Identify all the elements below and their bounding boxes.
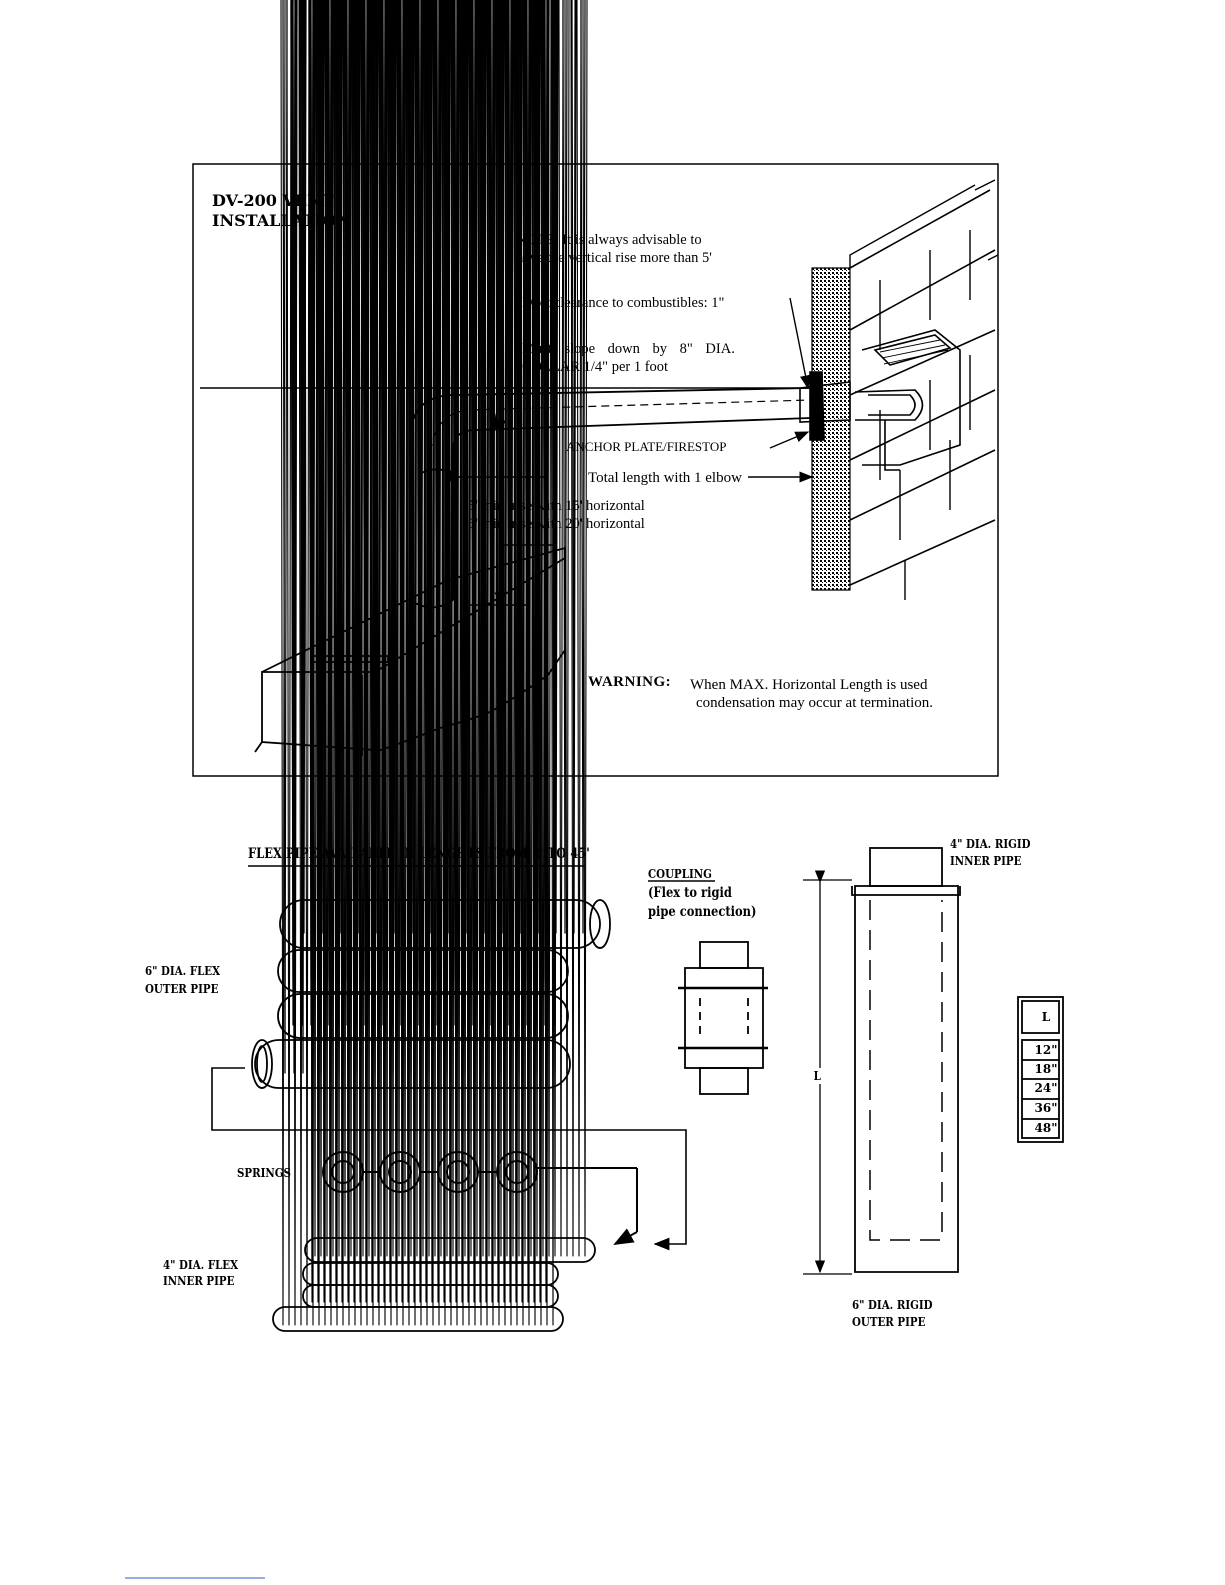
length-table-row: 24": [1034, 1081, 1058, 1095]
inner-flex-ribs: [280, 0, 588, 1326]
anchor-plate-label: ANCHOR PLATE/FIRESTOP: [566, 439, 727, 454]
diagram-title-line2: INSTALLATION: [212, 211, 352, 230]
wall-section: [811, 179, 999, 600]
termination-cap: [799, 329, 961, 471]
outer-flex-label-line2: OUTER PIPE: [145, 981, 219, 996]
rigid-outer-label-line2: OUTER PIPE: [852, 1314, 926, 1329]
coupling-drawing: [678, 941, 768, 1095]
warning-label: WARNING:: [588, 674, 672, 690]
coupling-title: COUPLING: [648, 866, 712, 881]
rigid-inner-label-line1: 4" DIA. RIGID: [950, 836, 1031, 851]
inner-flex-label-line1: 4" DIA. FLEX: [163, 1257, 239, 1272]
flex-availability-label: FLEX PIPE AVAILABLE IN LENGHTS FROM 2' T…: [248, 846, 590, 862]
length-table-row: 12": [1034, 1043, 1058, 1057]
duct-clearance-label: Duct clearance to combustibles: 1": [522, 295, 725, 311]
diagram-title-line1: DV-200 VENT: [212, 191, 334, 210]
length-table-row: 18": [1034, 1062, 1058, 1076]
length-table-row: 48": [1034, 1121, 1058, 1135]
connector-line: [211, 1067, 687, 1251]
warning-line1: When MAX. Horizontal Length is used: [690, 677, 928, 693]
rigid-inner-label-line2: INNER PIPE: [950, 853, 1022, 868]
length-table-box: [1017, 996, 1064, 1143]
note-line2: have the vertical rise more than 5': [516, 250, 712, 266]
rigid-outer-label-line1: 6" DIA. RIGID: [852, 1297, 933, 1312]
length-table-row: 36": [1034, 1101, 1058, 1115]
total-length-label: Total length with 1 elbow: [588, 470, 742, 486]
rigid-pipe-drawing: [803, 847, 961, 1275]
rise-line1: 5' min. rise with 15' horizontal: [468, 498, 645, 514]
slope-line1: Must slope down by 8" DIA.: [522, 341, 735, 357]
length-marker-label: L: [812, 1068, 823, 1084]
length-table-header: L: [1041, 1010, 1051, 1024]
diagram-frame: [192, 163, 999, 777]
slope-line2: COLLAR 1/4" per 1 foot: [522, 359, 669, 375]
coupling-line1: (Flex to rigid: [648, 885, 732, 901]
rise-line2: 6' min. rise with 20' horizontal: [468, 516, 645, 532]
warning-line2: condensation may occur at termination.: [696, 695, 934, 711]
note-line1: NOTE: It is always advisable to: [516, 232, 702, 248]
coupling-line2: pipe connection): [648, 904, 757, 920]
outer-flex-label-line1: 6" DIA. FLEX: [145, 963, 221, 978]
springs-label: SPRINGS: [237, 1165, 291, 1180]
inner-flex-label-line2: INNER PIPE: [163, 1273, 235, 1288]
